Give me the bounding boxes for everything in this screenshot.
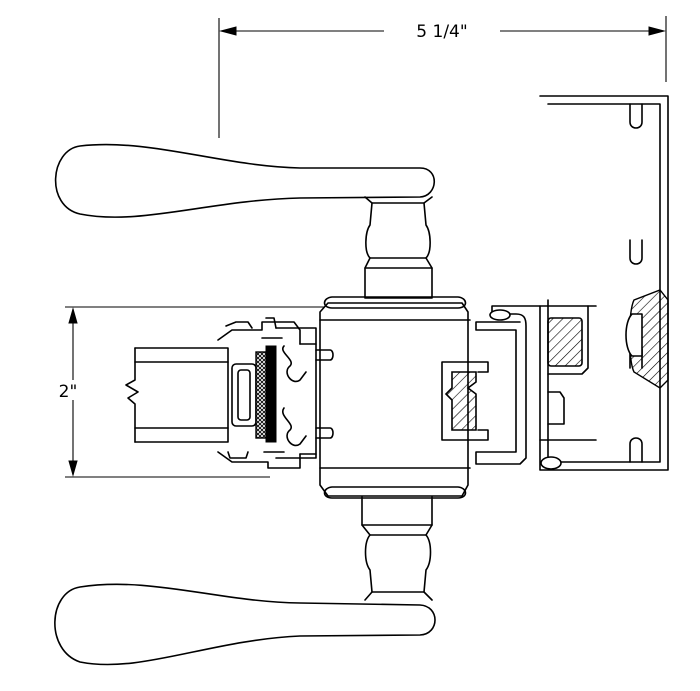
- arrowhead-top: [68, 307, 78, 324]
- door-frame-profile: [441, 95, 669, 471]
- arrowhead-left: [219, 26, 237, 36]
- strike-insert: [547, 317, 583, 367]
- height-label: 2": [59, 382, 78, 402]
- lock-body: [319, 296, 471, 499]
- weatherstrip-bottom: [540, 456, 562, 470]
- latch-bolt: [444, 371, 477, 431]
- lower-lever-handle: [54, 496, 436, 666]
- arrowhead-right: [648, 26, 666, 36]
- height-dimension: 2": [52, 306, 325, 478]
- weatherstrip-top: [489, 309, 511, 321]
- width-dimension: 5 1/4": [218, 16, 667, 138]
- arrowhead-bottom: [68, 460, 78, 477]
- width-label: 5 1/4": [416, 22, 467, 42]
- upper-lever-handle: [54, 143, 435, 299]
- door-leaf-section: [125, 317, 334, 469]
